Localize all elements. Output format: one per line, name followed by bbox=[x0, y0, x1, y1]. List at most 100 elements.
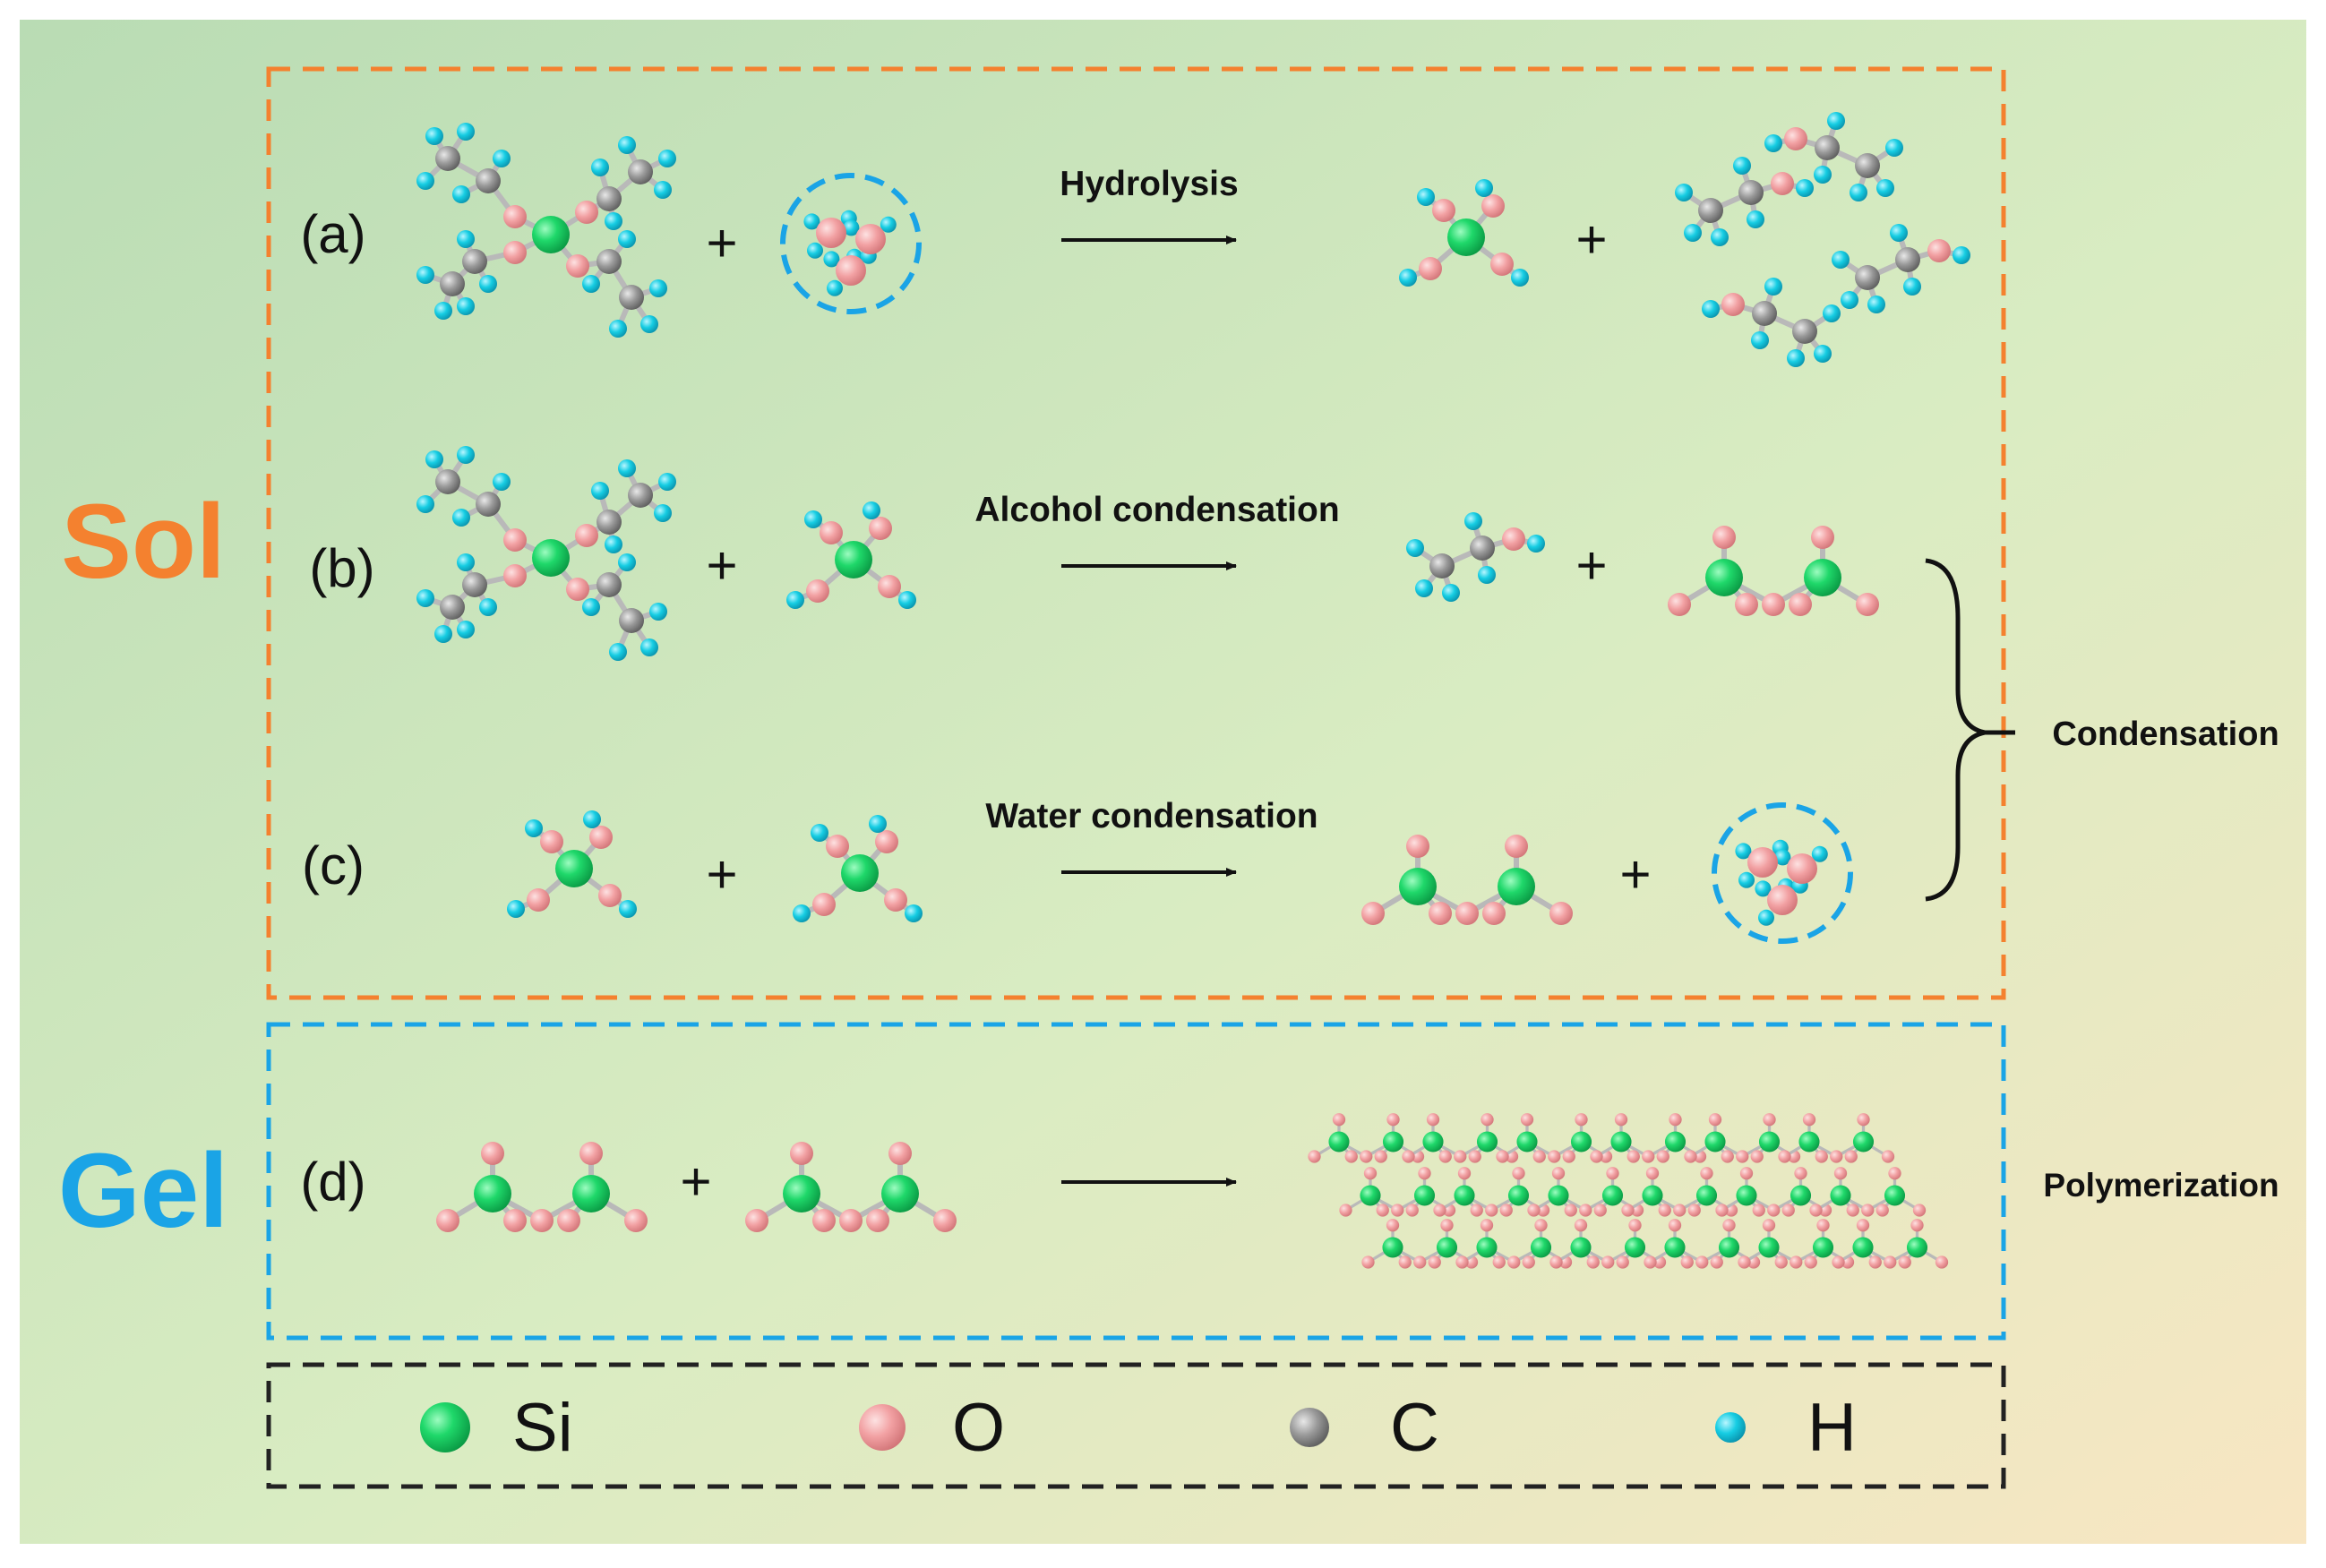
polymer-unit-r2-5 bbox=[1832, 1219, 1949, 1269]
hydrogen-atom bbox=[898, 591, 916, 609]
oxygen-atom bbox=[1833, 1167, 1848, 1180]
carbon-atom bbox=[597, 572, 622, 597]
polymer-unit-r1-1 bbox=[1433, 1167, 1550, 1217]
oxygen-atom bbox=[1551, 1167, 1566, 1180]
oxygen-atom bbox=[1428, 1255, 1441, 1269]
oxygen-atom bbox=[1767, 1204, 1781, 1217]
hydrogen-atom bbox=[1758, 909, 1774, 926]
silicon-atom bbox=[1570, 1131, 1592, 1152]
hydrogen-atom bbox=[1841, 291, 1858, 309]
silicon-atom bbox=[1360, 1185, 1381, 1206]
oxygen-atom bbox=[1492, 1255, 1506, 1269]
silicon-atom bbox=[555, 850, 593, 887]
silicon-atom bbox=[1705, 559, 1743, 596]
oxygen-atom bbox=[1787, 853, 1817, 884]
oxygen-atom bbox=[1413, 1255, 1427, 1269]
hydrogen-atom bbox=[416, 589, 434, 607]
silicic-acid-b bbox=[786, 501, 916, 609]
hydrogen-atom bbox=[493, 150, 511, 167]
oxygen-atom bbox=[1888, 1167, 1901, 1180]
silicon-atom bbox=[1852, 1237, 1874, 1258]
hydrogen-atom bbox=[416, 266, 434, 284]
oxygen-atom bbox=[1884, 1255, 1897, 1269]
carbon-atom bbox=[597, 510, 622, 535]
hydrogen-atom bbox=[1774, 849, 1791, 866]
oxygen-atom bbox=[1549, 902, 1573, 925]
oxygen-atom bbox=[790, 1142, 813, 1165]
water-cluster-a bbox=[780, 173, 922, 314]
ethanol-a2 bbox=[1764, 112, 1903, 201]
hydrogen-atom bbox=[869, 815, 887, 833]
polymer-unit-r2-1 bbox=[1455, 1219, 1573, 1269]
hydrogen-atom bbox=[618, 459, 636, 477]
sol-frame bbox=[266, 66, 2006, 1000]
oxygen-atom bbox=[1802, 1113, 1816, 1127]
oxygen-atom bbox=[1468, 1150, 1481, 1163]
row-tag-d: (d) bbox=[300, 1152, 365, 1212]
silicon-atom bbox=[1798, 1131, 1820, 1152]
polymerization-label: Polymerization bbox=[2043, 1167, 2279, 1204]
hydrogen-atom bbox=[1814, 166, 1832, 184]
hydrogen-atom bbox=[1417, 188, 1435, 206]
silicon-atom bbox=[1413, 1185, 1436, 1206]
oxygen-atom bbox=[1846, 1204, 1859, 1217]
carbon-atom bbox=[1738, 180, 1764, 205]
oxygen-atom bbox=[575, 201, 598, 224]
oxygen-atom bbox=[1593, 1204, 1607, 1217]
carbon-atom bbox=[619, 285, 644, 310]
oxygen-atom bbox=[1579, 1204, 1592, 1217]
oxygen-atom bbox=[1455, 902, 1479, 925]
hydrogen-atom bbox=[640, 638, 658, 656]
hydrogen-atom bbox=[811, 824, 828, 842]
hydrogen-atom bbox=[1406, 539, 1424, 557]
silicon-atom bbox=[1736, 1185, 1757, 1206]
carbon-atom bbox=[1855, 265, 1880, 290]
oxygen-atom bbox=[598, 884, 622, 907]
oxygen-atom bbox=[1616, 1255, 1629, 1269]
carbon-atom bbox=[1895, 247, 1920, 272]
carbon-atom bbox=[440, 271, 465, 296]
oxygen-atom bbox=[1332, 1113, 1346, 1127]
hydrogen-atom bbox=[605, 536, 622, 553]
oxygen-atom bbox=[1856, 593, 1879, 616]
hydrogen-atom bbox=[658, 150, 676, 167]
hydrogen-atom bbox=[609, 643, 627, 661]
silicon-atom bbox=[1610, 1131, 1632, 1152]
hydrogen-atom bbox=[1702, 300, 1720, 318]
oxygen-atom bbox=[1898, 1255, 1911, 1269]
hydrogen-atom bbox=[654, 504, 672, 522]
silicon-atom bbox=[1476, 1131, 1498, 1152]
carbon-atom bbox=[435, 146, 460, 171]
oxygen-atom bbox=[1735, 593, 1758, 616]
polymer-unit-r0-5 bbox=[1778, 1113, 1895, 1163]
oxygen-atom bbox=[1830, 1150, 1843, 1163]
oxygen-atom bbox=[1721, 293, 1745, 316]
oxygen-atom bbox=[1482, 902, 1506, 925]
oxygen-atom bbox=[1344, 1150, 1358, 1163]
hydrogen-atom bbox=[823, 251, 840, 268]
oxygen-atom bbox=[1815, 1150, 1828, 1163]
oxygen-atom bbox=[816, 218, 846, 248]
oxygen-atom bbox=[1386, 1113, 1400, 1127]
teos-molecule-b bbox=[416, 446, 676, 661]
oxygen-atom bbox=[1454, 1150, 1467, 1163]
oxygen-atom bbox=[1363, 1167, 1378, 1180]
oxygen-atom bbox=[1614, 1113, 1628, 1127]
oxygen-atom bbox=[1669, 1113, 1682, 1127]
oxygen-atom bbox=[1736, 1150, 1749, 1163]
hydrogen-atom bbox=[618, 553, 636, 571]
silicon-atom bbox=[1758, 1131, 1781, 1152]
oxygen-atom bbox=[557, 1209, 580, 1232]
oxygen-atom bbox=[1339, 1204, 1352, 1217]
reaction-label-alcohol-condensation: Alcohol condensation bbox=[974, 491, 1339, 529]
oxygen-atom bbox=[1419, 257, 1442, 280]
hydrogen-atom bbox=[425, 127, 443, 145]
polymer-unit-r1-3 bbox=[1621, 1167, 1738, 1217]
silicon-atom bbox=[1695, 1185, 1718, 1206]
silicon-atom bbox=[1399, 868, 1437, 905]
oxygen-atom bbox=[1656, 1150, 1669, 1163]
hydrogen-atom bbox=[793, 904, 811, 922]
oxygen-atom bbox=[1642, 1150, 1655, 1163]
oxygen-atom bbox=[1628, 1219, 1642, 1232]
oxygen-atom bbox=[1708, 1113, 1722, 1127]
